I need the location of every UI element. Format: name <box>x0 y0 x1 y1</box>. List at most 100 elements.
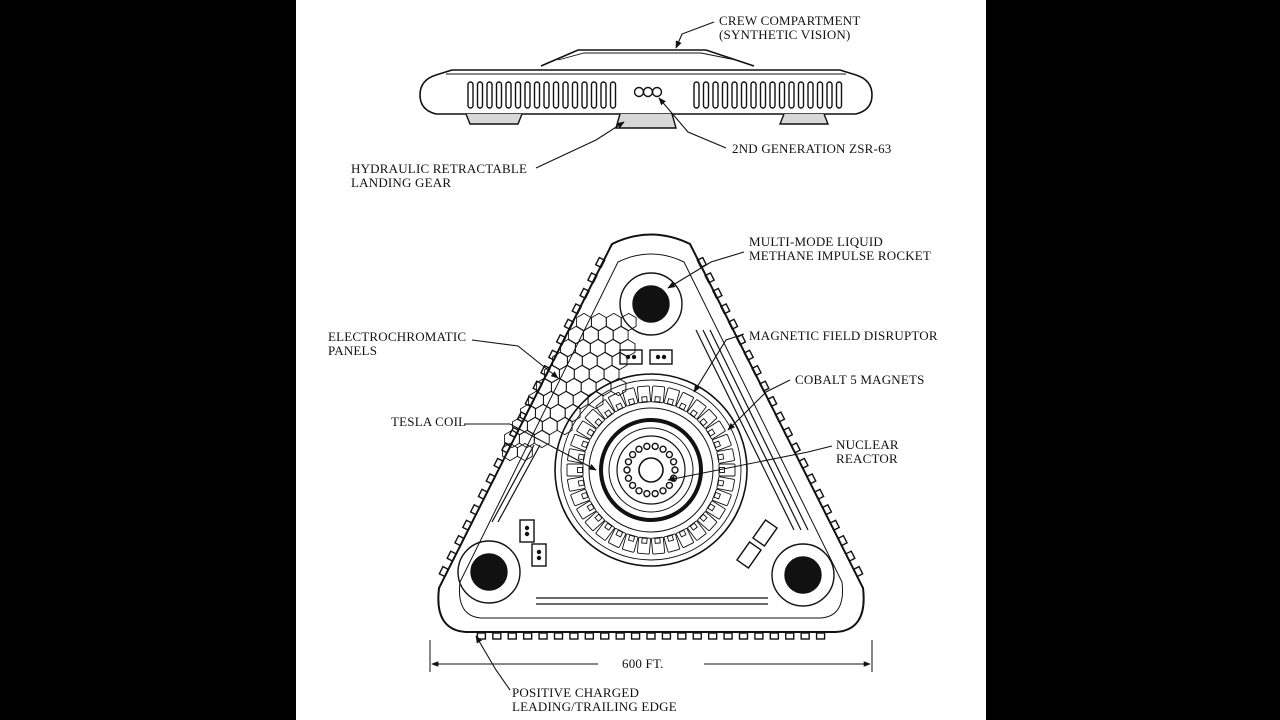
edge-tooth <box>477 488 489 501</box>
magnet-core <box>699 418 708 427</box>
leader-tesla <box>464 423 597 471</box>
edge-tooth <box>508 426 520 439</box>
edge-tooth <box>692 632 702 640</box>
cobalt-magnet <box>567 476 586 492</box>
edge-tooth <box>754 632 764 640</box>
edge-tooth <box>522 632 533 640</box>
magnet-core <box>717 479 725 487</box>
cobalt-magnet <box>576 420 597 440</box>
rocket-left <box>457 540 521 604</box>
magnet-core <box>594 513 603 522</box>
edge-tooth <box>538 632 548 640</box>
edge-tooth <box>852 565 864 578</box>
reactor-fuel-rod <box>659 445 667 453</box>
edge-tooth <box>485 472 497 485</box>
hex-panel <box>533 429 550 449</box>
magnet-core <box>717 453 725 461</box>
reactor-fuel-rod <box>665 481 674 490</box>
cobalt-magnet <box>584 408 605 429</box>
leader-disruptor <box>693 333 745 393</box>
edge-tooth <box>469 503 481 516</box>
edge-tooth <box>704 272 716 284</box>
zsr-emitter <box>633 86 663 98</box>
cobalt-magnet <box>663 387 680 407</box>
leader-gear <box>535 121 625 169</box>
edge-tooth <box>492 632 502 640</box>
edge-tooth <box>461 519 473 532</box>
leader-electrochromatic <box>471 339 559 379</box>
edge-tooth <box>844 550 856 562</box>
magnet-core <box>678 529 687 538</box>
reactor-fuel-rod <box>643 489 651 498</box>
magnet-core <box>666 398 675 406</box>
magnet-core <box>641 537 648 544</box>
edge-tooth <box>727 318 739 331</box>
louver-slot <box>807 81 814 109</box>
louver-slot <box>571 81 579 109</box>
louver-slot <box>467 81 474 109</box>
canopy-inner <box>557 52 737 61</box>
cobalt-magnet <box>567 448 586 464</box>
louver-slot <box>581 81 588 109</box>
edge-tooth <box>821 503 833 516</box>
louver-slot <box>609 81 617 109</box>
edge-tooth <box>774 411 786 423</box>
magnet-core <box>678 402 687 411</box>
edge-tooth <box>630 632 641 640</box>
edge-tooth <box>584 632 595 640</box>
magnet-core <box>577 479 585 487</box>
cobalt-magnets <box>566 385 736 555</box>
edge-tooth <box>516 411 528 423</box>
louver-slot <box>759 81 767 109</box>
nuclear-reactor <box>616 435 686 505</box>
edge-tooth <box>615 632 625 640</box>
magnet-core <box>654 396 661 403</box>
reactor-fuel-rod <box>651 442 659 451</box>
magnet-core <box>577 453 585 461</box>
edge-tooth <box>547 349 559 362</box>
louver-slot <box>590 81 598 109</box>
cobalt-magnet <box>718 463 736 477</box>
louver-slot <box>778 81 786 109</box>
louver-slot <box>552 81 560 109</box>
cobalt-magnet <box>697 408 718 429</box>
tesla-coil <box>599 418 703 522</box>
diagram-drawing <box>419 21 873 691</box>
label-landing-gear: HYDRAULIC RETRACTABLE LANDING GEAR <box>351 161 528 190</box>
crew-canopy <box>540 49 755 67</box>
label-tesla: TESLA COIL <box>391 414 467 429</box>
label-cobalt: COBALT 5 MAGNETS <box>795 372 925 387</box>
reactor-fuel-rod <box>671 466 679 474</box>
cobalt-magnet <box>636 536 652 555</box>
cobalt-magnet <box>705 500 726 520</box>
louver-slot <box>562 81 569 109</box>
cobalt-magnet <box>608 392 627 412</box>
rails-bottom <box>536 597 768 605</box>
louver-slot <box>835 81 843 109</box>
magnet-core <box>604 522 613 531</box>
edge-tooth <box>532 380 544 392</box>
louver-slot <box>524 81 531 109</box>
edge-tooth <box>646 632 656 640</box>
edge-tooth <box>600 632 610 640</box>
edge-tooth <box>805 472 817 485</box>
magnet-core <box>689 522 698 531</box>
hex-panel <box>587 390 604 410</box>
cobalt-magnet <box>608 528 627 548</box>
louver-slot <box>533 81 541 109</box>
cobalt-magnet <box>716 476 735 492</box>
edge-tooth <box>723 632 733 640</box>
magnet-core <box>627 534 636 542</box>
label-edge: POSITIVE CHARGED LEADING/TRAILING EDGE <box>512 685 677 714</box>
reactor-fuel-rod <box>624 474 633 482</box>
magnet-core <box>615 402 624 411</box>
edge-tooth <box>815 632 826 640</box>
triangle-outer <box>437 233 865 633</box>
label-electrochromatic: ELECTROCHROMATIC PANELS <box>328 329 467 358</box>
reactor-fuel-rod <box>665 450 674 459</box>
edge-tooth <box>743 349 755 362</box>
louver-slot <box>476 81 484 109</box>
louver-slot <box>740 81 748 109</box>
edge-tooth <box>790 442 802 454</box>
label-reactor: NUCLEAR REACTOR <box>836 437 899 466</box>
